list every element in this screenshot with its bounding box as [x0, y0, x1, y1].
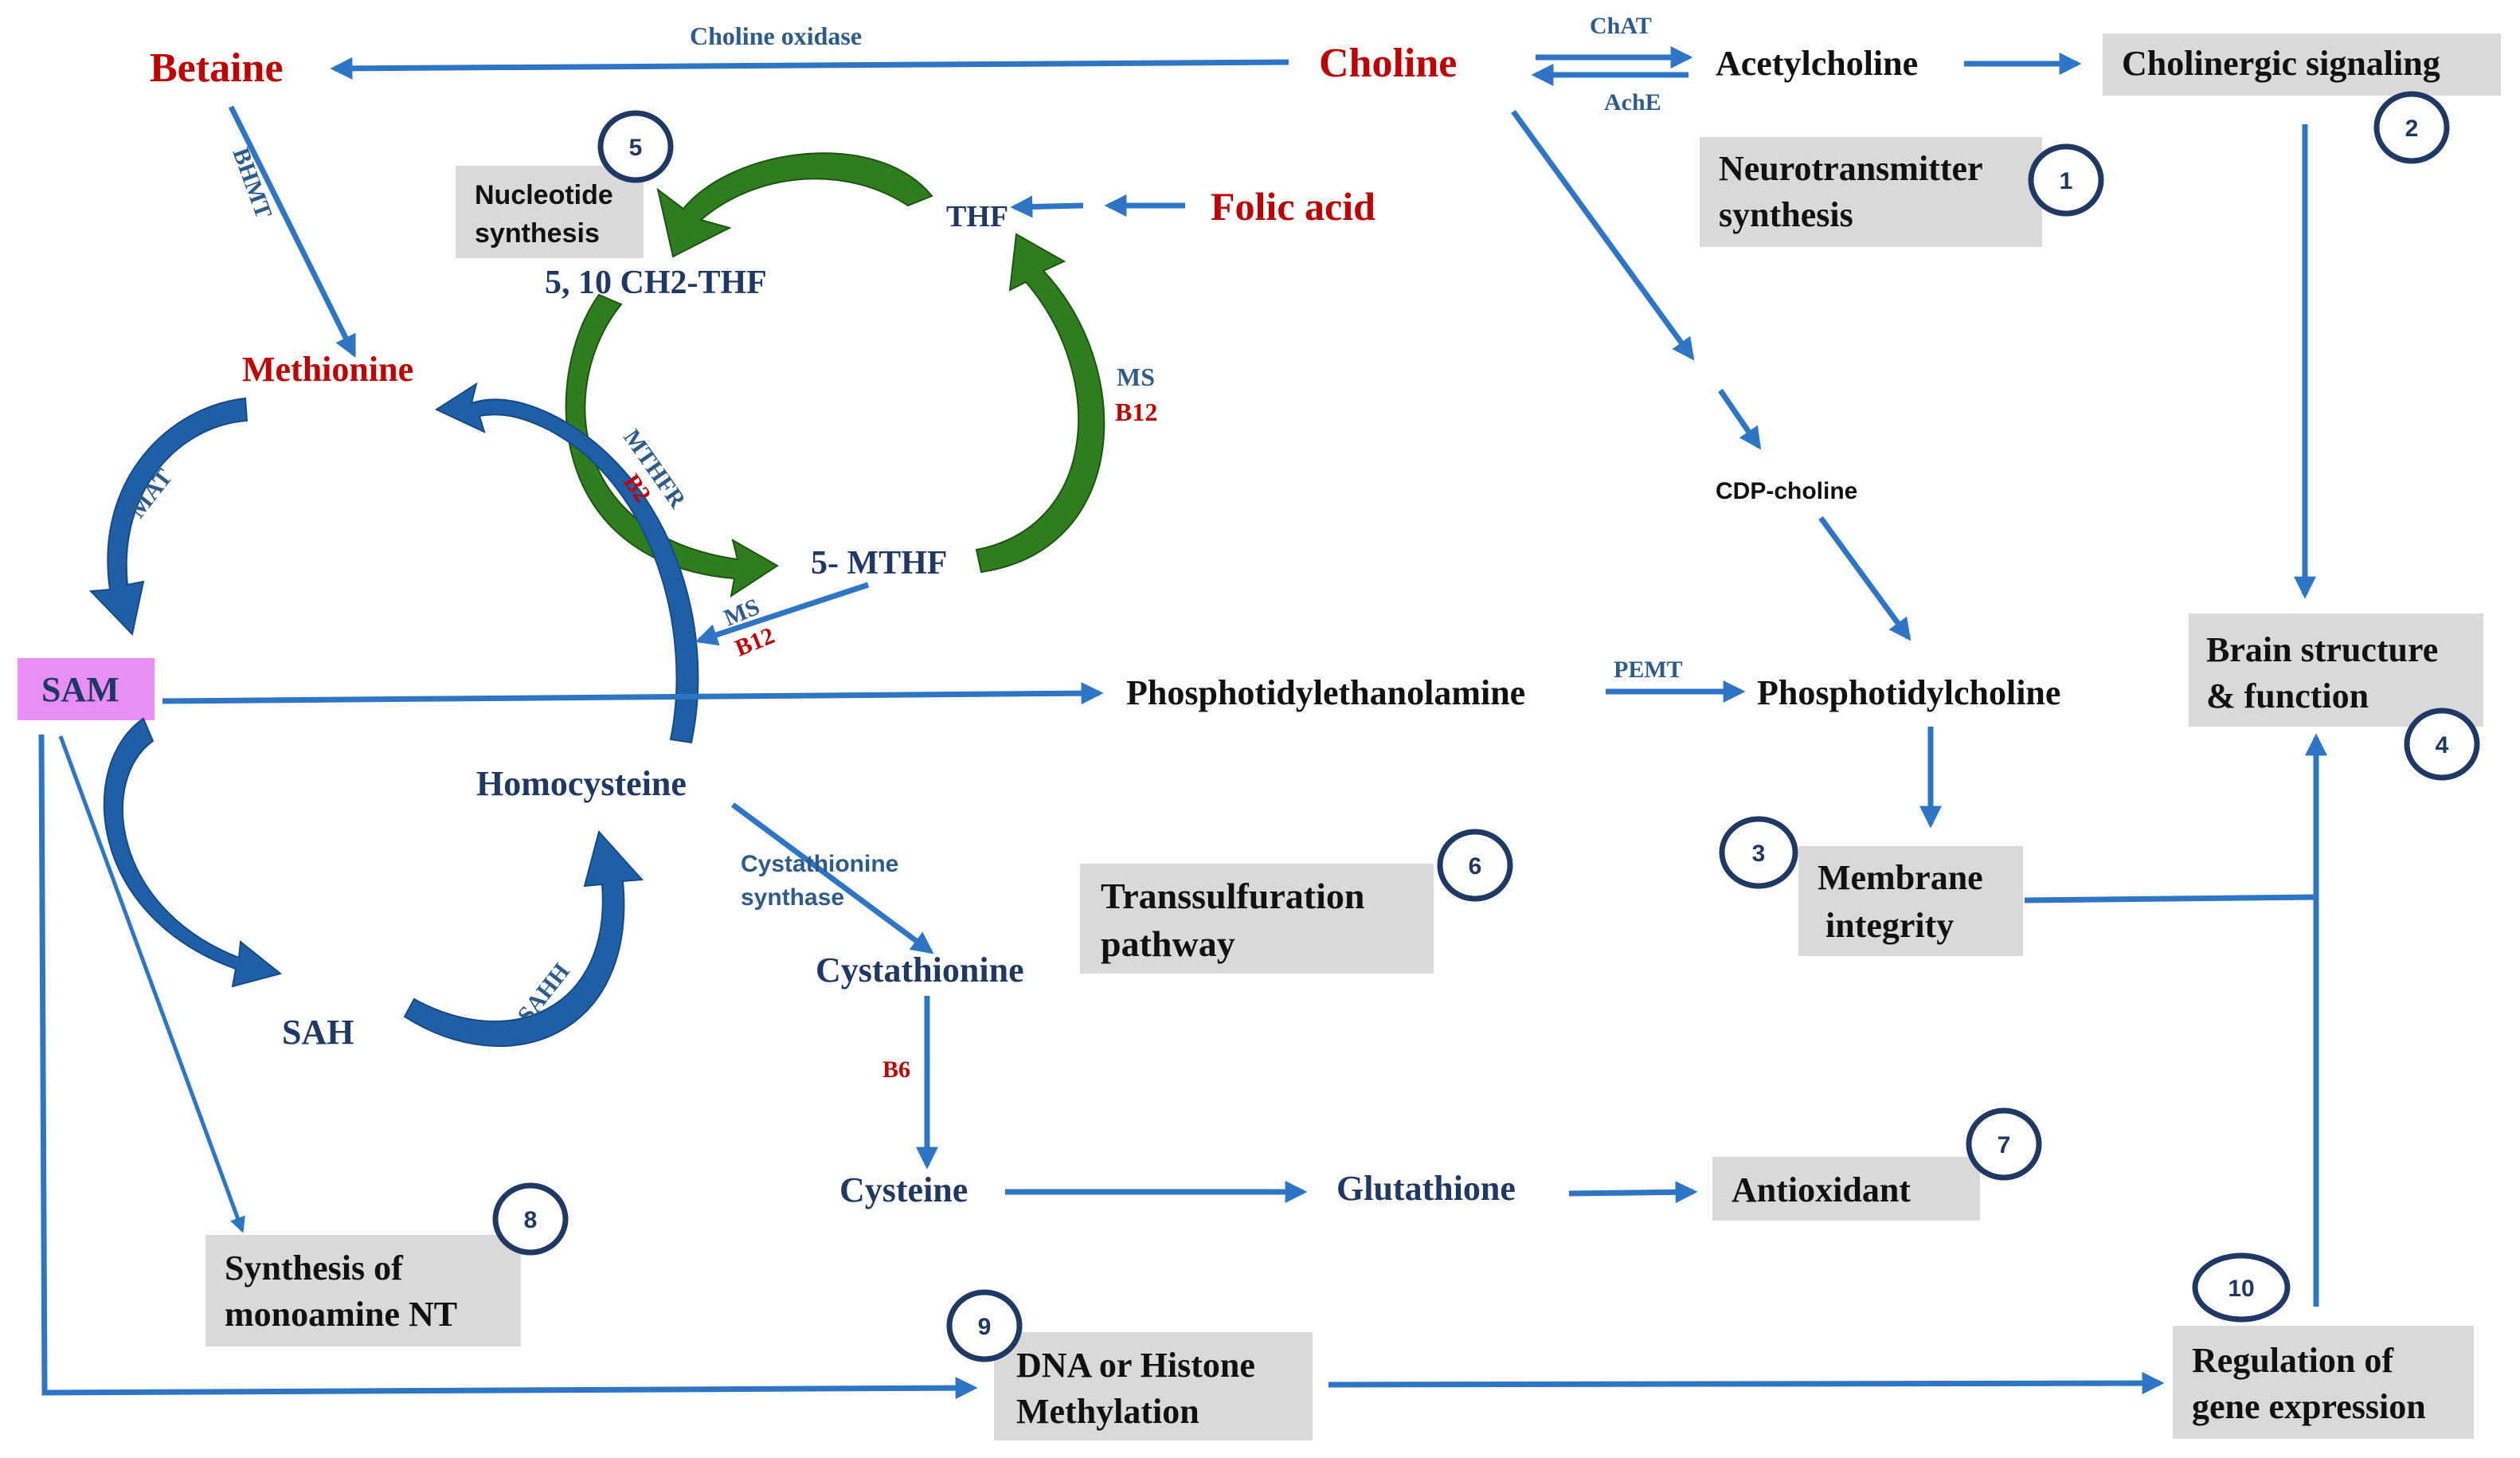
svg-text:4: 4 [2436, 732, 2449, 758]
nucleotide-text-2: synthesis [475, 218, 600, 249]
membrane-text-1: Membrane [1818, 858, 1983, 897]
homocysteine-to-cystathionine-arrow [730, 802, 934, 954]
ch2thf-to-mthf-arrow [565, 293, 779, 598]
membrane-to-brain-line [2024, 894, 2317, 903]
betaine-label: Betaine [150, 45, 284, 91]
svg-text:5: 5 [629, 135, 643, 161]
cholinergic-text: Cholinergic signaling [2122, 44, 2440, 83]
badge-5: 5 [597, 110, 674, 183]
badge-1: 1 [2028, 143, 2104, 217]
ch2thf-label: 5, 10 CH2-THF [545, 265, 767, 301]
svg-text:2: 2 [2405, 116, 2419, 142]
gene-box [2173, 1326, 2474, 1439]
antioxidant-box [1712, 1157, 1980, 1221]
folic-acid-label: Folic acid [1211, 184, 1375, 229]
badge-6: 6 [1437, 829, 1513, 902]
chat-label: ChAT [1590, 13, 1652, 39]
cdp-choline-label: CDP-choline [1716, 478, 1857, 504]
b12-right-label: B12 [1115, 398, 1157, 426]
brain-text-2: & function [2206, 676, 2369, 715]
ache-label: AchE [1604, 89, 1661, 116]
monoamine-text-1: Synthesis of [225, 1248, 404, 1288]
folic-to-thf-arrow-2 [1010, 195, 1084, 218]
sam-to-monoamine-arrow [58, 735, 245, 1233]
monoamine-text-2: monoamine NT [225, 1295, 457, 1334]
choline-to-betaine-arrow [330, 57, 1289, 80]
acetylcholine-label: Acetylcholine [1716, 44, 1918, 83]
cdp-to-phosphatidylcholine-arrow [1818, 515, 1912, 641]
dna-box [994, 1332, 1313, 1440]
ms-right-label: MS [1117, 363, 1155, 391]
betaine-to-methionine-arrow [228, 105, 357, 359]
mthf-label: 5- MTHF [811, 545, 947, 582]
svg-text:9: 9 [978, 1314, 992, 1340]
glutathione-to-antioxidant-arrow [1568, 1181, 1698, 1204]
badge-9: 9 [946, 1289, 1023, 1362]
badge-4: 4 [2404, 707, 2480, 781]
transsulfuration-box [1080, 864, 1434, 974]
pe-label: Phosphotidylethanolamine [1126, 673, 1525, 712]
cbs-label-line2: synthase [741, 884, 844, 911]
svg-text:1: 1 [2060, 168, 2073, 194]
cystathionine-label: Cystathionine [816, 950, 1024, 990]
nucleotide-text-1: Nucleotide [475, 180, 613, 210]
transsulfuration-text-2: pathway [1101, 923, 1235, 964]
antioxidant-text: Antioxidant [1732, 1170, 1911, 1209]
gene-text-2: gene expression [2192, 1387, 2426, 1426]
sam-box [18, 658, 155, 720]
choline-to-cdp-arrow-1 [1511, 109, 1695, 361]
badge-8: 8 [492, 1182, 569, 1256]
brain-box [2189, 613, 2483, 727]
homocysteine-label: Homocysteine [476, 764, 687, 803]
choline-to-cdp-arrow-2 [1718, 389, 1762, 450]
thf-label: THF [946, 200, 1008, 233]
gene-text-1: Regulation of [2192, 1341, 2394, 1380]
methionine-label: Methionine [242, 350, 413, 389]
sah-label: SAH [282, 1013, 354, 1052]
dna-text-1: DNA or Histone [1016, 1346, 1255, 1385]
b6-label: B6 [882, 1056, 910, 1083]
pc-label: Phosphotidylcholine [1757, 673, 2060, 712]
sam-label: SAM [41, 670, 119, 709]
choline-label: Choline [1319, 41, 1457, 86]
homocysteine-to-methionine-arrow [434, 382, 699, 744]
svg-text:8: 8 [524, 1207, 538, 1233]
cysteine-label: Cysteine [839, 1170, 968, 1209]
svg-text:10: 10 [2228, 1276, 2254, 1302]
methionine-to-sam-arrow [88, 397, 248, 637]
glutathione-label: Glutathione [1336, 1169, 1516, 1208]
pemt-label: PEMT [1614, 656, 1683, 683]
sam-to-phosphatidylethanolamine-arrow [162, 682, 1104, 705]
membrane-box [1798, 846, 2023, 956]
svg-text:7: 7 [1998, 1132, 2011, 1158]
svg-text:6: 6 [1469, 853, 1482, 880]
transsulfuration-text-1: Transsulfuration [1101, 876, 1364, 916]
badge-10: 10 [2192, 1252, 2291, 1323]
neurotransmitter-box [1700, 137, 2042, 247]
svg-text:3: 3 [1752, 841, 1766, 867]
nucleotide-box [456, 166, 644, 258]
membrane-text-2: integrity [1825, 906, 1954, 945]
cholinergic-box [2103, 33, 2501, 96]
monoamine-box [205, 1235, 521, 1346]
sam-to-sah-arrow [103, 717, 283, 988]
thf-to-ch2thf-arrow [656, 152, 933, 258]
neurotransmitter-text-1: Neurotransmitter [1719, 149, 1983, 188]
dna-to-gene-arrow [1328, 1372, 2165, 1395]
mthf-to-homocysteine-arrow [695, 582, 870, 646]
mthf-to-thf-arrow [975, 233, 1105, 574]
badge-3: 3 [1719, 816, 1798, 889]
sah-to-homocysteine-arrow [403, 829, 644, 1047]
ms-center-label: MS [720, 594, 763, 631]
choline-oxidase-label: Choline oxidase [690, 22, 862, 50]
badge-2: 2 [2373, 91, 2450, 164]
sam-to-dna-arrow [38, 734, 978, 1400]
dna-text-2: Methylation [1016, 1392, 1199, 1431]
neurotransmitter-text-2: synthesis [1719, 195, 1853, 234]
cbs-label-line1: Cystathionine [741, 851, 898, 877]
badge-7: 7 [1966, 1107, 2042, 1181]
brain-text-1: Brain structure [2206, 630, 2438, 669]
